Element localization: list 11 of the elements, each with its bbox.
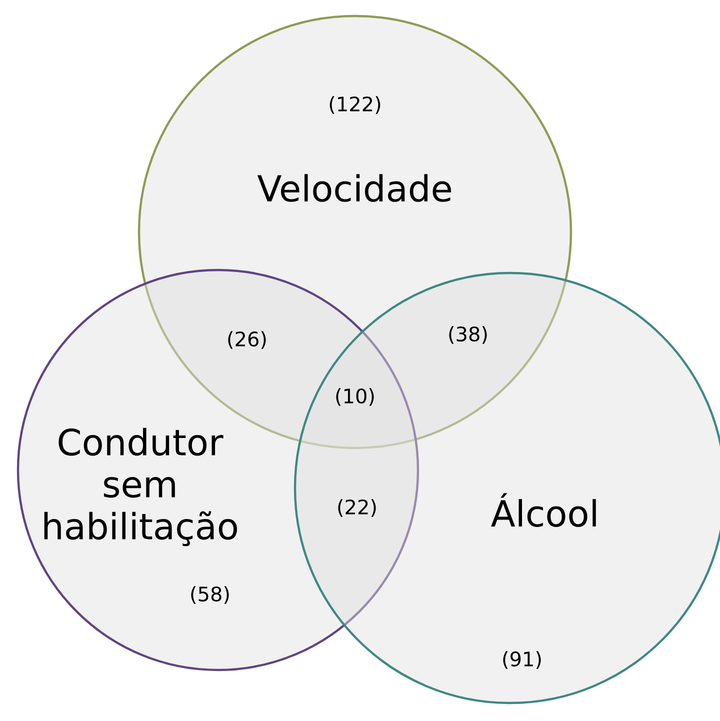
venn-circle	[294, 272, 720, 704]
count-label: (10)	[336, 388, 374, 406]
count-label: (26)	[228, 331, 266, 349]
count-label: (22)	[338, 499, 376, 517]
set-label: Velocidade	[257, 174, 451, 202]
count-label: (58)	[191, 586, 229, 604]
count-label: (38)	[449, 326, 487, 344]
count-label: (91)	[503, 651, 541, 669]
set-label: Álcool	[491, 493, 596, 527]
count-label: (122)	[330, 96, 380, 114]
set-label: Condutor sem habilitação	[44, 428, 237, 546]
